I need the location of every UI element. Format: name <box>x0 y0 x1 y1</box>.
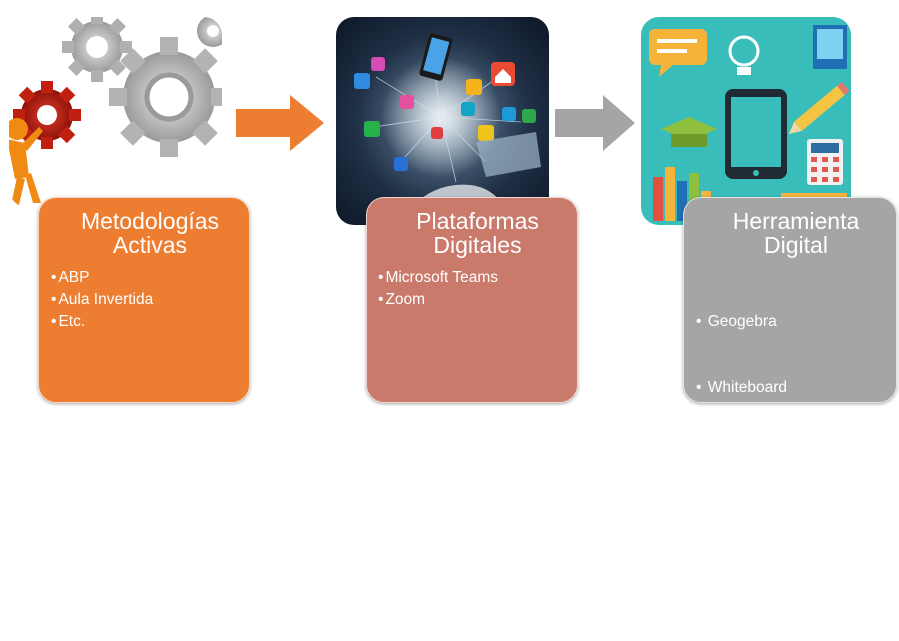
list-item: Geogebra <box>696 311 896 333</box>
card-plataformas-digitales: Plataformas Digitales Microsoft Teams Zo… <box>366 197 578 403</box>
list-item: Quizizz <box>696 575 896 597</box>
gears-image <box>9 17 222 207</box>
list-item: Zoom <box>378 289 577 311</box>
card-title-line: Plataformas <box>416 208 539 234</box>
arrow-right-icon <box>555 95 635 151</box>
list-item: Microsoft Teams <box>378 267 577 289</box>
card-metodologias-activas: Metodologías Activas ABP Aula Invertida … <box>38 197 250 403</box>
card-list: Geogebra Whiteboard Openboard Tableta Di… <box>696 267 896 641</box>
card-title: Plataformas Digitales <box>378 209 577 257</box>
list-item: Aula Invertida <box>51 289 249 311</box>
digital-tools-image <box>641 17 851 225</box>
list-item: Etc. <box>51 311 249 333</box>
card-title: Herramienta Digital <box>696 209 896 257</box>
card-title-line: Herramienta <box>732 208 860 234</box>
list-item: ABP <box>51 267 249 289</box>
card-title-line: Metodologías <box>80 208 220 234</box>
card-list: ABP Aula Invertida Etc. <box>51 267 249 333</box>
card-title: Metodologías Activas <box>51 209 249 257</box>
card-title-line: Activas <box>112 232 188 258</box>
card-list: Microsoft Teams Zoom <box>378 267 577 311</box>
list-item: Whiteboard <box>696 377 896 399</box>
arrow-right-icon <box>236 95 324 151</box>
list-item: Openboard <box>696 443 896 465</box>
digital-platforms-image <box>336 17 549 225</box>
card-title-line: Digitales <box>433 232 522 258</box>
card-herramienta-digital: Herramienta Digital Geogebra Whiteboard … <box>683 197 897 594</box>
card-title-line: Digital <box>764 232 828 258</box>
list-item: Tableta Digitalizadora <box>696 509 896 531</box>
